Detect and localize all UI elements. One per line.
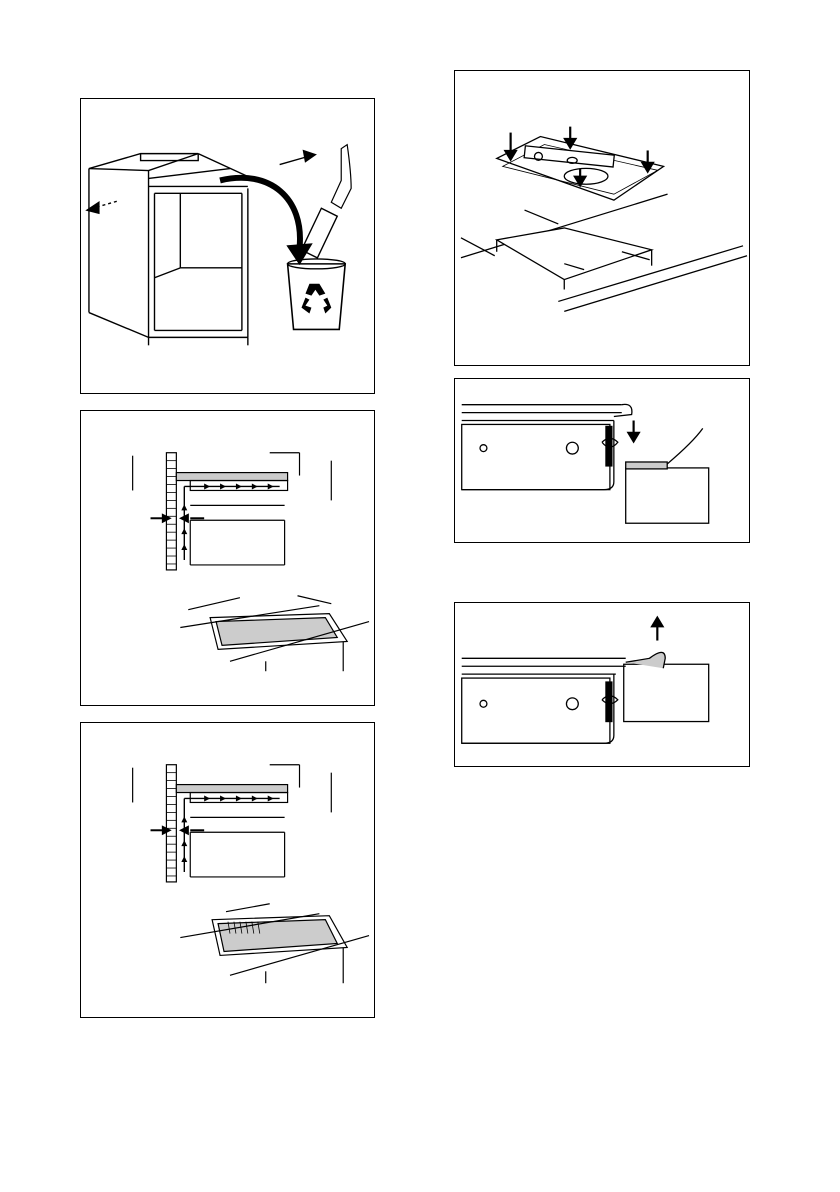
seal-tape-attach-drawing bbox=[455, 379, 749, 542]
recycle-icon bbox=[301, 284, 331, 314]
figure-ventilation-clearance-a bbox=[80, 410, 375, 706]
seal-tape-remove-drawing bbox=[455, 603, 749, 766]
figure-ventilation-clearance-b bbox=[80, 722, 375, 1018]
figure-hob-placement-level bbox=[454, 70, 750, 366]
figure-seal-tape-remove bbox=[454, 602, 750, 767]
ventilation-drawing-a bbox=[81, 411, 374, 705]
ventilation-drawing-b bbox=[81, 723, 374, 1017]
figure-cabinet-preparation bbox=[80, 98, 375, 394]
figure-seal-tape-attach bbox=[454, 378, 750, 543]
cabinet-drawing bbox=[81, 99, 374, 393]
hob-placement-drawing bbox=[455, 71, 749, 365]
